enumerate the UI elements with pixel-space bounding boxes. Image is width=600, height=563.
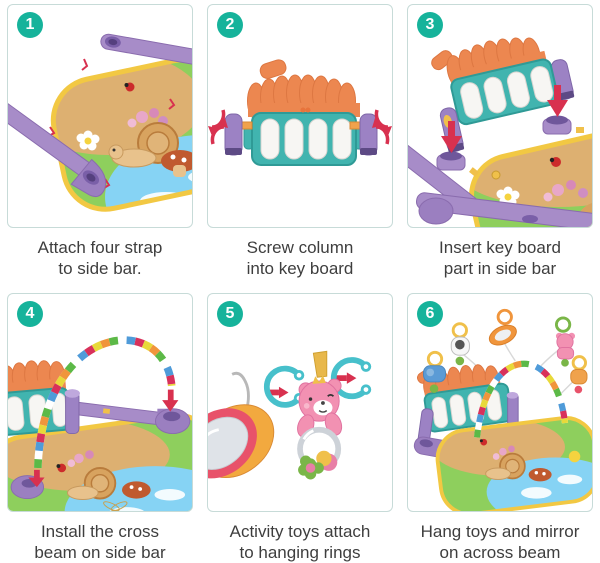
step-3-illustration (408, 37, 592, 227)
socket-cup-right (542, 115, 572, 135)
bear-toy-small (554, 316, 576, 367)
orange-toy (570, 355, 588, 394)
step-5-cell: 5 (200, 291, 400, 563)
step-3-number-badge: 3 (417, 12, 443, 38)
socket-cup-left (436, 151, 466, 171)
step-4-illustration (8, 336, 192, 511)
screw-column-right (349, 113, 378, 156)
step-1-number-badge: 1 (17, 12, 43, 38)
side-bar-bottom (416, 192, 592, 227)
key-board (243, 59, 365, 166)
cross-beam-arch (473, 360, 569, 438)
step-2-number-badge: 2 (217, 12, 243, 38)
rotate-arrow-icon-right (374, 109, 390, 145)
attach-arrow-icon (265, 372, 357, 399)
step-1-cell: 1 (0, 0, 200, 291)
step-6-panel: 6 (407, 293, 593, 512)
hanging-ring (263, 365, 305, 408)
step-3-cell: 3 (400, 0, 600, 291)
step-6-cell: 6 (400, 291, 600, 563)
rotate-arrow-icon-left (210, 109, 226, 145)
down-arrow-icon (28, 389, 179, 488)
step-3-panel: 3 (407, 4, 593, 228)
step-6-illustration (413, 308, 592, 511)
step-2-panel: 2 (207, 4, 393, 228)
bear-toy (297, 350, 343, 480)
step-2-cell: 2 (200, 0, 400, 291)
step-1-panel: 1 (7, 4, 193, 228)
step-4-panel: 4 (7, 293, 193, 512)
step-4-cell: 4 (0, 291, 200, 563)
step-5-illustration (208, 350, 372, 480)
down-arrow-icon (441, 85, 568, 153)
elephant-toy (423, 350, 446, 393)
mirror-toy (488, 308, 517, 346)
step-6-number-badge: 6 (417, 301, 443, 327)
piano-keys (260, 118, 352, 160)
corner-post (65, 391, 80, 435)
screw-column-left (224, 113, 253, 156)
step-2-illustration (208, 59, 392, 166)
mirror-hanger-wire (231, 371, 250, 411)
mirror-toy (208, 404, 275, 479)
step-4-number-badge: 4 (17, 301, 43, 327)
cross-beam-arch (34, 336, 176, 469)
side-bar-left (8, 100, 107, 198)
step-5-panel: 5 (207, 293, 393, 512)
corner-foot (418, 197, 454, 225)
step-5-number-badge: 5 (217, 301, 243, 327)
side-bar-top (100, 33, 192, 70)
hanging-ring (330, 357, 372, 400)
monkey-toy (450, 322, 470, 366)
step-1-illustration (8, 33, 192, 218)
